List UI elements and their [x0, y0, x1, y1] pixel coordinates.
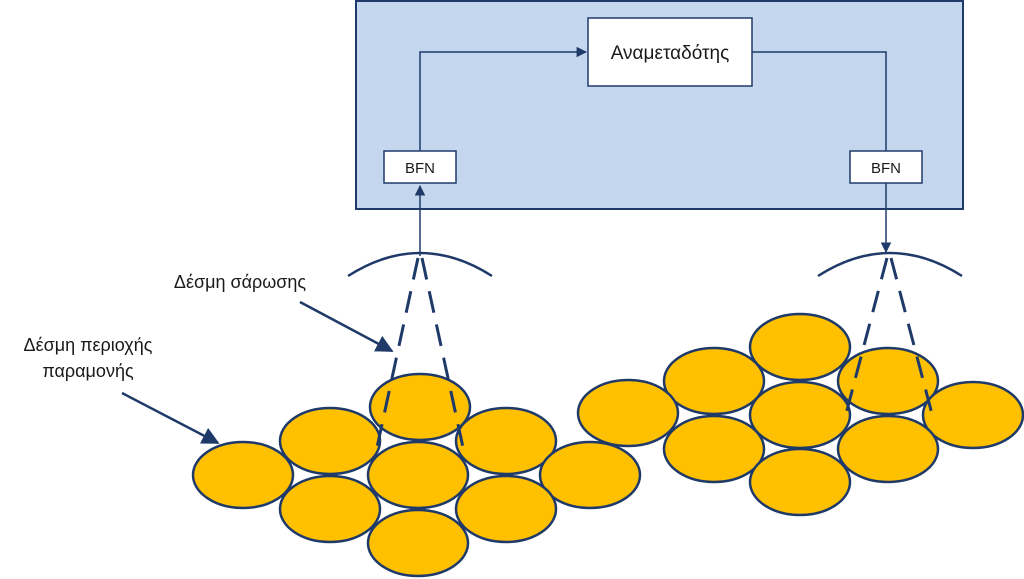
relay-box	[587, 17, 753, 87]
coverage-cell	[576, 378, 680, 448]
scan-beam-label: Δέσμη σάρωσης	[174, 272, 306, 292]
coverage-cell	[836, 346, 940, 416]
dwell-beam-pointer-arrow	[121, 391, 220, 445]
coverage-cell	[662, 414, 766, 484]
coverage-cell	[366, 508, 470, 578]
coverage-cell	[748, 312, 852, 382]
right-cell-cluster	[576, 312, 1024, 517]
left-antenna-reflector	[347, 251, 493, 278]
coverage-cell	[366, 440, 470, 510]
left-cell-cluster	[191, 372, 642, 578]
right-scan-beam	[844, 257, 934, 415]
bfn-right-box	[849, 150, 923, 184]
coverage-cell	[368, 372, 472, 442]
coverage-cell	[921, 380, 1024, 450]
coverage-cell	[191, 440, 295, 510]
coverage-cell	[836, 414, 940, 484]
bfn-left-label: BFN	[405, 160, 435, 177]
dwell-beam-label-line1: Δέσμη περιοχής	[24, 335, 153, 355]
coverage-cell	[454, 474, 558, 544]
relay-to-bfn-right-line	[752, 51, 887, 151]
bfn-right-label: BFN	[871, 160, 901, 177]
coverage-cell	[278, 406, 382, 476]
right-antenna-reflector	[817, 251, 963, 278]
relay-label: Αναμεταδότης	[611, 43, 730, 64]
coverage-cell	[278, 474, 382, 544]
coverage-cell	[748, 447, 852, 517]
coverage-cell	[538, 440, 642, 510]
coverage-cell	[662, 346, 766, 416]
coverage-cell	[748, 380, 852, 450]
bfn-left-to-relay-arrow	[419, 46, 588, 151]
dwell-beam-label-line2: παραμονής	[42, 361, 134, 381]
coverage-cell	[454, 406, 558, 476]
scan-beam-pointer-arrow	[299, 300, 394, 353]
